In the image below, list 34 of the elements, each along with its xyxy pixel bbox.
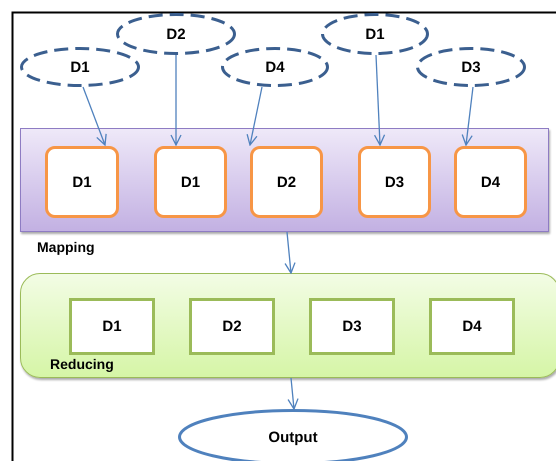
node-label: D2 xyxy=(166,26,186,42)
rounded-box xyxy=(250,146,323,218)
node-label: D1 xyxy=(365,26,385,42)
arrow xyxy=(374,54,386,146)
square-box xyxy=(429,298,515,355)
rounded-box xyxy=(45,146,119,218)
node-label: D3 xyxy=(342,318,362,335)
square-box xyxy=(189,298,275,355)
node-label: D3 xyxy=(384,174,404,190)
node-label: D3 xyxy=(461,58,481,76)
square-box xyxy=(309,298,395,355)
node-label: D2 xyxy=(222,318,242,335)
arrow xyxy=(287,378,299,410)
panel-heading: Reducing xyxy=(50,356,114,372)
rounded-box xyxy=(358,146,431,218)
panel-heading: Mapping xyxy=(37,239,95,255)
arrow xyxy=(170,55,182,146)
node-label: D1 xyxy=(102,318,122,335)
node-label: D4 xyxy=(462,318,482,335)
node-label: D2 xyxy=(276,174,296,190)
square-box xyxy=(69,298,155,355)
arrow xyxy=(82,86,107,146)
node-label: D1 xyxy=(70,58,90,76)
arrow xyxy=(462,86,474,146)
node-label: Output xyxy=(268,428,318,446)
reducing-panel xyxy=(20,273,556,378)
node-label: D1 xyxy=(72,174,92,190)
node-label: D4 xyxy=(265,58,285,76)
rounded-box xyxy=(154,146,227,218)
arrow xyxy=(246,86,263,146)
node-label: D4 xyxy=(480,174,500,190)
node-label: D1 xyxy=(180,174,200,190)
rounded-box xyxy=(454,146,527,218)
arrow xyxy=(284,232,296,274)
